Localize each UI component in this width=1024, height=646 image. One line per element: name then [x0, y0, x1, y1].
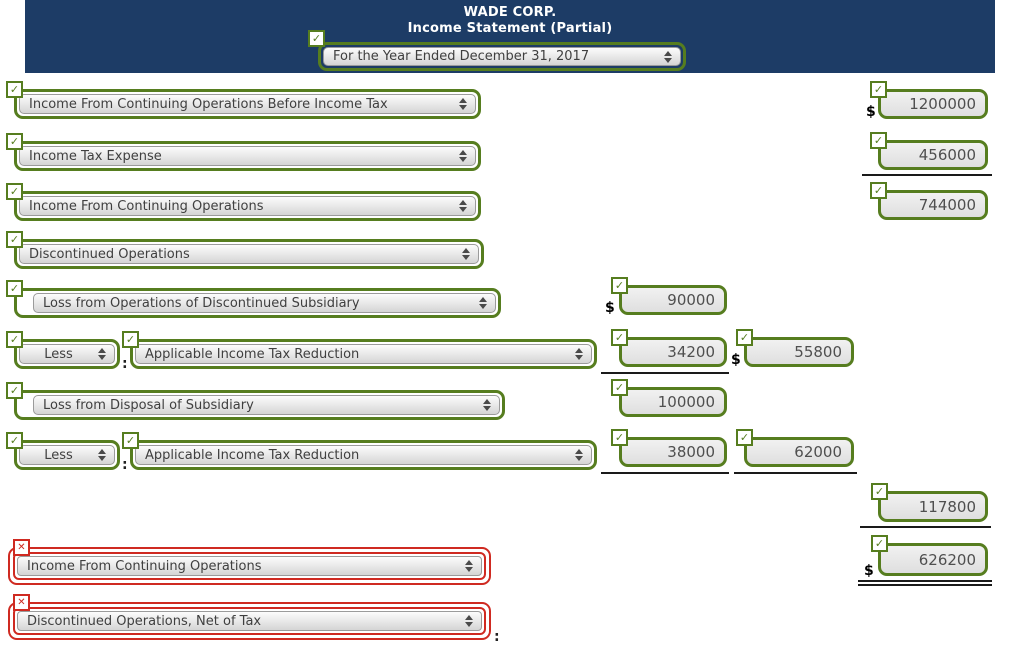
correct-check-icon: ✓ [611, 329, 628, 346]
correct-check-icon: ✓ [870, 132, 887, 149]
select-arrows-icon [459, 200, 467, 212]
correct-check-icon: ✓ [6, 382, 23, 399]
incorrect-x-icon: ✕ [13, 594, 30, 611]
select-arrows-icon [465, 560, 473, 572]
company-name: WADE CORP. [463, 5, 557, 20]
select-value: Income Tax Expense [29, 148, 162, 164]
account-select-income-continuing[interactable]: Income From Continuing Operations [14, 191, 481, 221]
amount-input-tax-reduction-1[interactable]: 34200 [619, 337, 727, 367]
select-value: Loss from Disposal of Subsidiary [43, 397, 254, 413]
amount-input-income-tax-expense[interactable]: 456000 [878, 140, 988, 170]
account-select-discontinued-operations[interactable]: Discontinued Operations [14, 239, 484, 269]
amount-input-income-continuing[interactable]: 744000 [878, 190, 988, 220]
select-value: Less [44, 447, 73, 463]
correct-check-icon: ✓ [308, 30, 325, 47]
amount-input-pretax-income[interactable]: 1200000 [878, 89, 988, 119]
select-arrows-icon [462, 248, 470, 260]
correct-check-icon: ✓ [736, 329, 753, 346]
correct-check-icon: ✓ [870, 182, 887, 199]
correct-check-icon: ✓ [611, 379, 628, 396]
correct-check-icon: ✓ [611, 429, 628, 446]
dollar-sign: $ [866, 104, 876, 120]
select-arrows-icon [465, 615, 473, 627]
amount-input-tax-reduction-2[interactable]: 38000 [619, 437, 727, 467]
subtotal-rule [601, 372, 729, 374]
select-value: Discontinued Operations [29, 246, 190, 262]
select-value: Applicable Income Tax Reduction [145, 346, 360, 362]
account-select-tax-reduction-1[interactable]: Applicable Income Tax Reduction [130, 339, 597, 369]
account-select-pretax-income[interactable]: Income From Continuing Operations Before… [14, 89, 481, 119]
correct-check-icon: ✓ [871, 483, 888, 500]
select-arrows-icon [575, 449, 583, 461]
select-arrows-icon [98, 449, 106, 461]
select-value: Income From Continuing Operations [27, 558, 262, 574]
colon-label: : [122, 356, 128, 372]
period-select-value: For the Year Ended December 31, 2017 [333, 49, 590, 64]
account-select-income-tax-expense[interactable]: Income Tax Expense [14, 141, 481, 171]
select-value: Applicable Income Tax Reduction [145, 447, 360, 463]
correct-check-icon: ✓ [736, 429, 753, 446]
select-value: Income From Continuing Operations Before… [29, 96, 388, 112]
account-select-net-income-label[interactable]: Income From Continuing Operations [8, 547, 491, 585]
amount-input-loss-operations-net[interactable]: 55800 [744, 337, 854, 367]
amount-input-loss-operations[interactable]: 90000 [619, 285, 727, 315]
account-select-loss-operations[interactable]: Loss from Operations of Discontinued Sub… [14, 288, 501, 318]
correct-check-icon: ✓ [6, 331, 23, 348]
amount-input-loss-disposal[interactable]: 100000 [619, 387, 727, 417]
select-arrows-icon [479, 297, 487, 309]
double-total-rule [858, 580, 992, 586]
account-select-discontinued-net-of-tax[interactable]: Discontinued Operations, Net of Tax [8, 602, 491, 640]
dollar-sign: $ [731, 352, 741, 368]
select-value: Income From Continuing Operations [29, 198, 264, 214]
select-arrows-icon [98, 348, 106, 360]
correct-check-icon: ✓ [871, 535, 888, 552]
subtotal-rule [734, 472, 857, 474]
subtotal-rule [860, 526, 991, 528]
amount-input-net-income[interactable]: 626200 [878, 543, 988, 576]
incorrect-x-icon: ✕ [13, 539, 30, 556]
less-select-2[interactable]: Less [14, 440, 120, 470]
subtotal-rule [601, 472, 729, 474]
amount-input-discontinued-total[interactable]: 117800 [878, 491, 988, 522]
correct-check-icon: ✓ [122, 331, 139, 348]
correct-check-icon: ✓ [6, 81, 23, 98]
correct-check-icon: ✓ [6, 183, 23, 200]
select-arrows-icon [459, 150, 467, 162]
amount-input-loss-disposal-net[interactable]: 62000 [744, 437, 854, 467]
colon-label: : [122, 457, 128, 473]
correct-check-icon: ✓ [611, 277, 628, 294]
dollar-sign: $ [605, 300, 615, 316]
dollar-sign: $ [864, 563, 874, 579]
less-select-1[interactable]: Less [14, 339, 120, 369]
period-select[interactable]: For the Year Ended December 31, 2017 [318, 42, 686, 71]
correct-check-icon: ✓ [122, 432, 139, 449]
select-arrows-icon [483, 399, 491, 411]
subtotal-rule [862, 174, 992, 176]
select-value: Loss from Operations of Discontinued Sub… [43, 295, 360, 311]
correct-check-icon: ✓ [6, 280, 23, 297]
select-arrows-icon [459, 98, 467, 110]
correct-check-icon: ✓ [870, 81, 887, 98]
account-select-loss-disposal[interactable]: Loss from Disposal of Subsidiary [14, 390, 505, 420]
select-value: Less [44, 346, 73, 362]
account-select-tax-reduction-2[interactable]: Applicable Income Tax Reduction [130, 440, 597, 470]
correct-check-icon: ✓ [6, 231, 23, 248]
select-arrows-icon [664, 50, 672, 63]
select-arrows-icon [575, 348, 583, 360]
statement-title: Income Statement (Partial) [407, 21, 613, 36]
correct-check-icon: ✓ [6, 432, 23, 449]
colon-label: : [494, 629, 500, 645]
correct-check-icon: ✓ [6, 133, 23, 150]
select-value: Discontinued Operations, Net of Tax [27, 613, 262, 629]
